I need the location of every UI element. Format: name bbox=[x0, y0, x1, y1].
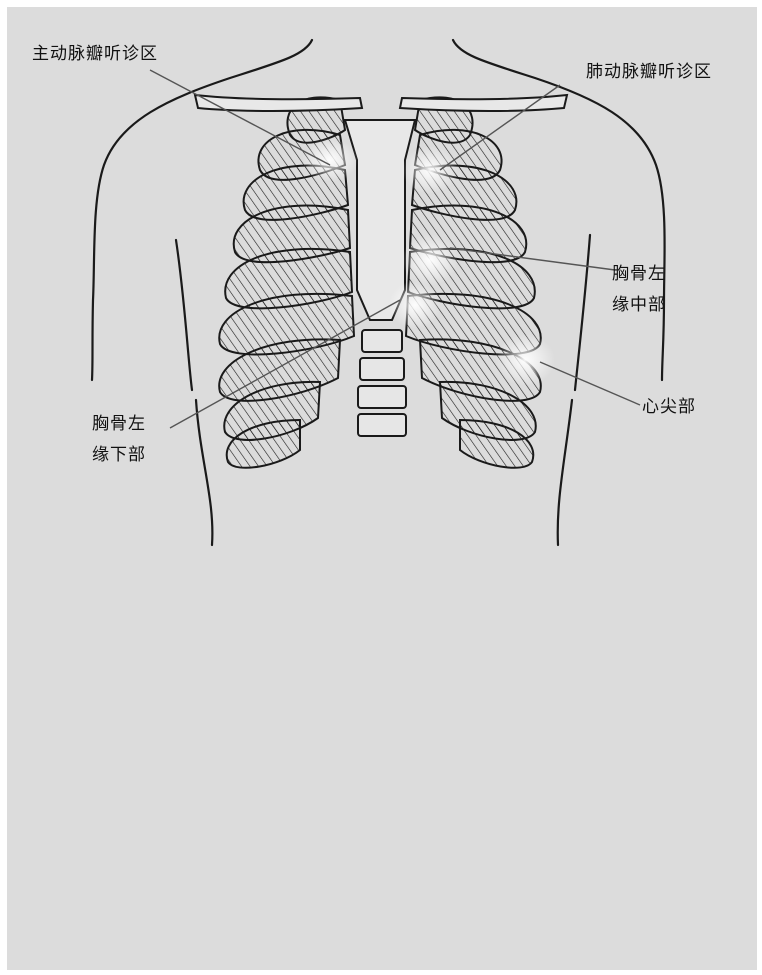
label-left-sternal-lower-line2: 缘下部 bbox=[92, 443, 146, 468]
label-left-sternal-mid: 胸骨左 缘中部 bbox=[612, 262, 666, 318]
label-left-sternal-mid-line1: 胸骨左 bbox=[612, 262, 666, 287]
label-aortic-area: 主动脉瓣听诊区 bbox=[32, 42, 158, 67]
clavicles bbox=[195, 95, 567, 111]
label-left-sternal-lower-line1: 胸骨左 bbox=[92, 412, 146, 437]
label-left-sternal-lower: 胸骨左 缘下部 bbox=[92, 412, 146, 468]
label-apex: 心尖部 bbox=[642, 395, 696, 420]
spine bbox=[358, 330, 406, 436]
label-pulmonary-area: 肺动脉瓣听诊区 bbox=[586, 60, 712, 85]
label-left-sternal-mid-line2: 缘中部 bbox=[612, 293, 666, 318]
